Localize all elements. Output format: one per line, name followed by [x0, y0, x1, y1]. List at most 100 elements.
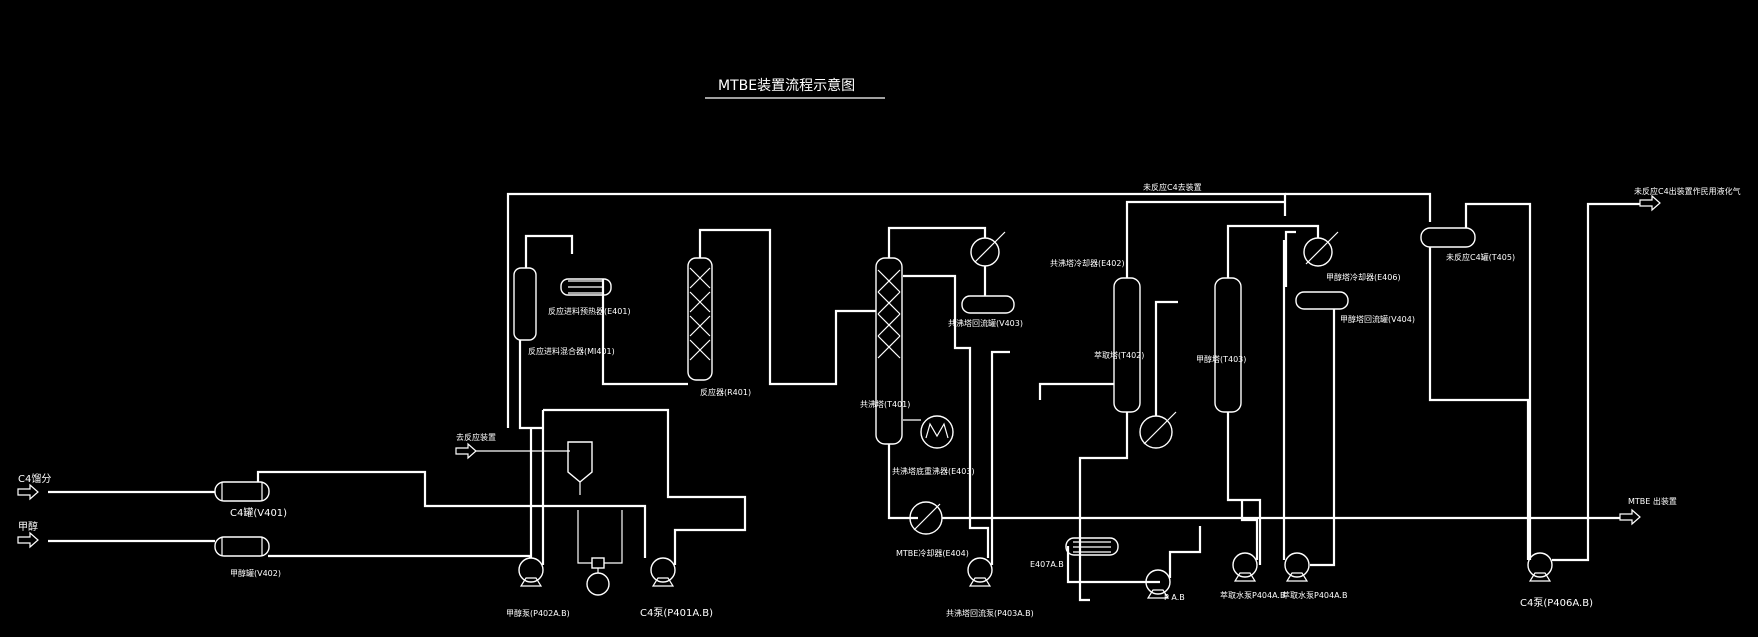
- t405-overhead: [1464, 202, 1532, 560]
- e403-reboiler: [920, 415, 954, 449]
- r401-label: 反应器(R401): [700, 387, 751, 397]
- t402-cooler-label: 共沸塔冷却器(E402): [1050, 258, 1125, 268]
- unreacted-c4-top-label: 未反应C4去装置: [1143, 182, 1202, 192]
- r401-reactor: [687, 257, 713, 381]
- top-header-line: [506, 192, 1287, 428]
- methanol-feed-arrow-icon: [17, 531, 39, 549]
- t402-label: 萃取塔(T402): [1094, 350, 1144, 360]
- mixer-pump-motor: [591, 557, 605, 569]
- e406-label: 甲醇塔冷却器(E406): [1326, 272, 1401, 282]
- p401-base: [651, 577, 675, 587]
- mi401-bottom-line: [518, 340, 543, 430]
- v404-drum: [1295, 291, 1349, 310]
- mixer-pump-line-left: [577, 510, 592, 564]
- c4-to-pump-line: [256, 470, 647, 558]
- e407-loop: [1066, 546, 1160, 584]
- e404-arrow-icon: [913, 503, 941, 531]
- methanol-to-pump-line: [268, 554, 532, 558]
- t403-bottoms: [1226, 412, 1262, 565]
- t402-column: [1113, 277, 1141, 413]
- mtbe-out-arrow-icon: [1619, 508, 1641, 526]
- p404a-pump: [1232, 552, 1258, 578]
- p404a-base: [1233, 572, 1257, 582]
- p403-label: 共沸塔回流泵(P403A.B): [946, 608, 1034, 618]
- p-ab-label: P A.B: [1164, 593, 1185, 602]
- p-ab-pump: [1145, 569, 1171, 595]
- p406-base: [1528, 572, 1552, 582]
- v403-drum: [961, 295, 1015, 314]
- t405-tank: [1420, 227, 1476, 248]
- p403-pump: [967, 557, 993, 583]
- p403-base: [968, 577, 992, 587]
- unreacted-c4-out-label: 未反应C4出装置作民用液化气: [1634, 186, 1741, 196]
- p404a-discharge: [1240, 500, 1259, 560]
- p404b-label: 萃取水泵P404A.B: [1282, 590, 1347, 600]
- p404b-pump: [1284, 552, 1310, 578]
- v401-label: C4罐(V401): [230, 506, 287, 519]
- e406-cooler: [1303, 237, 1333, 267]
- unreacted-c4-out-arrow-icon: [1639, 194, 1661, 212]
- e401-label: 反应进料预热器(E401): [548, 306, 631, 316]
- e403-coil-icon: [925, 422, 949, 439]
- p-ab-base: [1146, 589, 1170, 599]
- v403-label: 共沸塔回流罐(V403): [948, 318, 1023, 328]
- t401-column: [875, 257, 903, 445]
- methanol-feed-label: 甲醇: [18, 520, 38, 533]
- v402-label: 甲醇罐(V402): [230, 568, 281, 578]
- e403-label: 共沸塔底重沸器(E403): [892, 466, 975, 476]
- t402-feed: [1038, 382, 1114, 400]
- e407-exchanger: [1065, 537, 1119, 556]
- filter-vessel: [567, 441, 593, 483]
- t401-label: 共沸塔(T401): [860, 399, 910, 409]
- p-ab-discharge: [1168, 526, 1202, 578]
- e404-label: MTBE冷却器(E404): [896, 548, 969, 558]
- p401-pump: [650, 557, 676, 583]
- mi401-label: 反应进料混合器(MI401): [528, 346, 615, 356]
- p402-label: 甲醇泵(P402A.B): [506, 608, 570, 618]
- v404-link: [1284, 230, 1296, 287]
- c4-feed-label: C4馏分: [18, 472, 51, 485]
- diagram-title: MTBE装置流程示意图: [718, 77, 855, 94]
- mi401-vessel: [513, 267, 537, 341]
- t403-label: 甲醇塔(T403): [1196, 354, 1246, 364]
- p406-label: C4泵(P406A.B): [1520, 597, 1593, 609]
- v404-reflux: [1310, 309, 1336, 567]
- e402-cond-arrow-icon: [974, 231, 1006, 263]
- t405-label: 未反应C4罐(T405): [1446, 252, 1515, 262]
- to-unit-label: 去反应装置: [456, 432, 496, 442]
- e401-to-r401: [601, 279, 688, 386]
- t401-packing: [877, 269, 901, 359]
- p406-discharge: [1552, 202, 1640, 562]
- p401-discharge-line: [543, 408, 747, 565]
- e407-label: E407A.B: [1030, 560, 1064, 569]
- t402-bottoms: [1078, 412, 1129, 602]
- t402-overhead: [1125, 200, 1285, 278]
- t403-overhead: [1226, 224, 1320, 278]
- t405-bottoms: [1428, 247, 1530, 560]
- v401-vessel: [214, 481, 270, 502]
- r401-packing: [689, 267, 711, 361]
- e406-arrow-icon: [1305, 231, 1339, 265]
- c4-feed-arrow-icon: [17, 483, 39, 501]
- v404-label: 甲醇塔回流罐(V404): [1340, 314, 1415, 324]
- t401-bottoms-line: [887, 444, 918, 520]
- mtbe-out-label: MTBE 出装置: [1628, 496, 1677, 506]
- p406-pump: [1527, 552, 1553, 578]
- to-t405-line: [1285, 192, 1432, 222]
- mixer-pump: [586, 572, 610, 596]
- t402-t403-cooler-arrow-icon: [1143, 411, 1177, 445]
- t402-t403-link: [1154, 300, 1178, 416]
- t401-reflux-line: [903, 274, 990, 558]
- mi401-to-e401: [524, 234, 574, 268]
- p402-base: [519, 577, 543, 587]
- p404b-base: [1285, 572, 1309, 582]
- p401-label: C4泵(P401A.B): [640, 607, 713, 619]
- v402-vessel: [214, 536, 270, 557]
- e401-exchanger: [560, 278, 612, 296]
- to-unit-arrow-icon: [455, 442, 477, 460]
- p404a-label: 萃取水泵P404A.B: [1220, 590, 1285, 600]
- t403-column: [1214, 277, 1242, 413]
- t401-overhead-line: [887, 226, 987, 258]
- p403-discharge: [990, 350, 1010, 565]
